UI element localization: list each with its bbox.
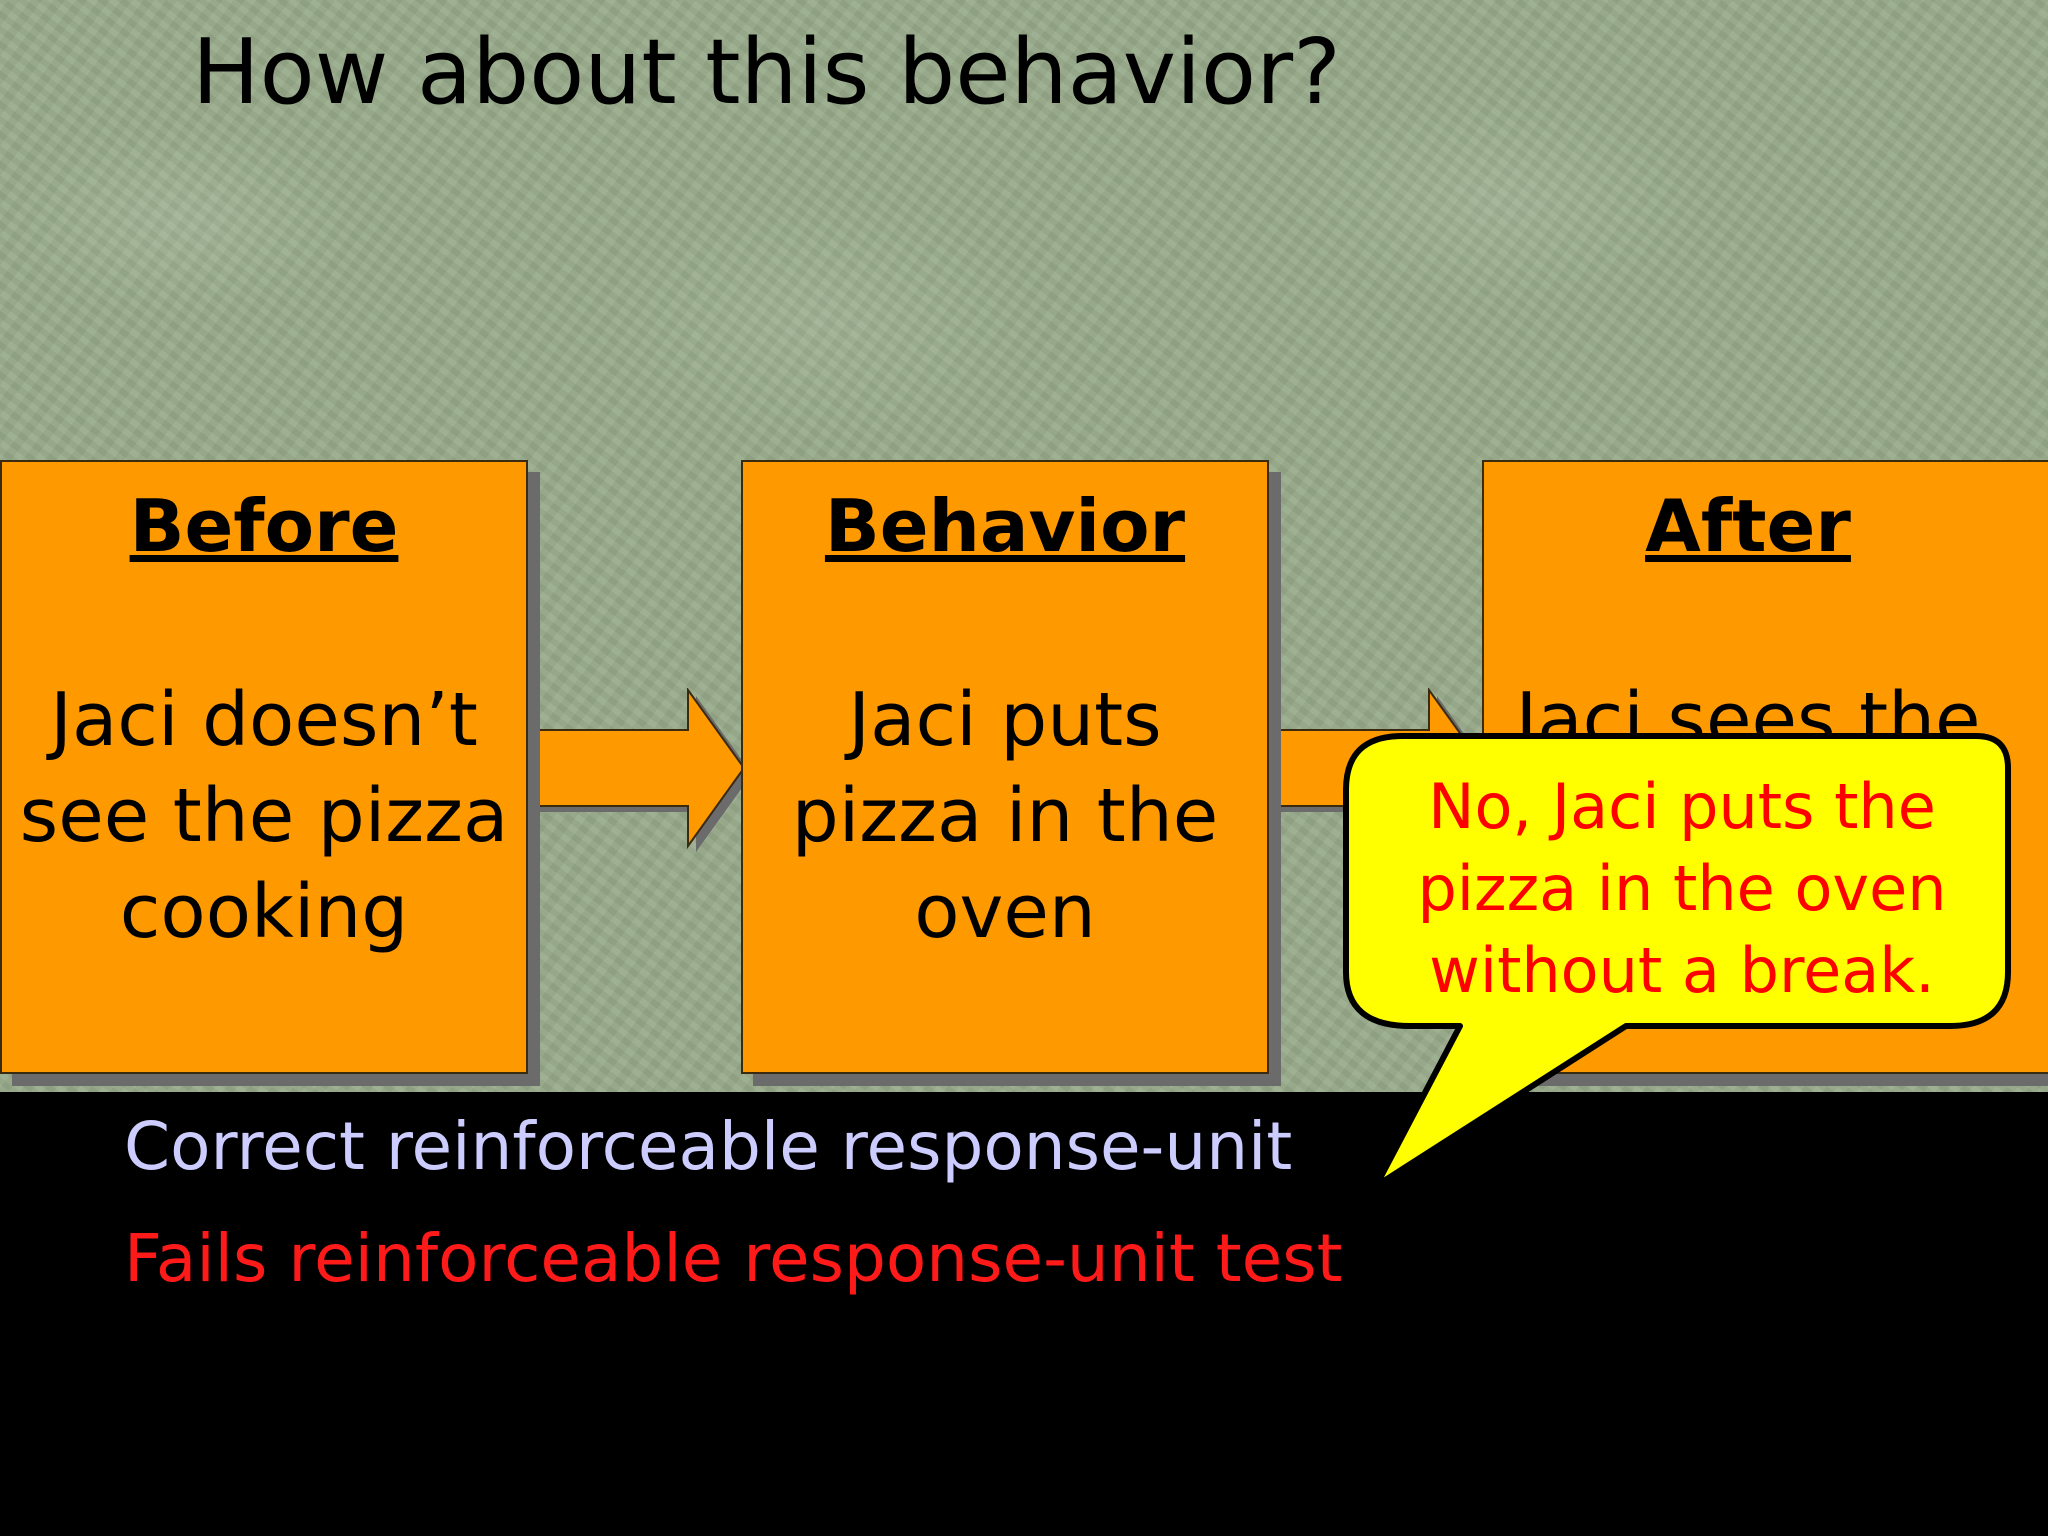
behavior-heading: Behavior xyxy=(824,484,1186,568)
behavior-box: Behavior Jaci puts pizza in the oven xyxy=(741,460,1269,1074)
callout-bubble xyxy=(1343,733,2011,1189)
arrow-before-to-behavior xyxy=(518,688,752,852)
after-heading: After xyxy=(1645,484,1851,568)
legend-fails: Fails reinforceable response-unit test xyxy=(124,1220,1343,1297)
before-text: Jaci doesn’t see the pizza cooking xyxy=(19,677,509,955)
bottom-band xyxy=(0,1092,2048,1536)
before-heading: Before xyxy=(129,484,399,568)
behavior-text: Jaci puts pizza in the oven xyxy=(791,677,1219,955)
legend-correct: Correct reinforceable response-unit xyxy=(124,1108,1293,1185)
before-box: Before Jaci doesn’t see the pizza cookin… xyxy=(0,460,528,1074)
slide-title: How about this behavior? xyxy=(192,20,1341,125)
callout-text: No, Jaci puts the pizza in the oven with… xyxy=(1417,770,1947,1007)
